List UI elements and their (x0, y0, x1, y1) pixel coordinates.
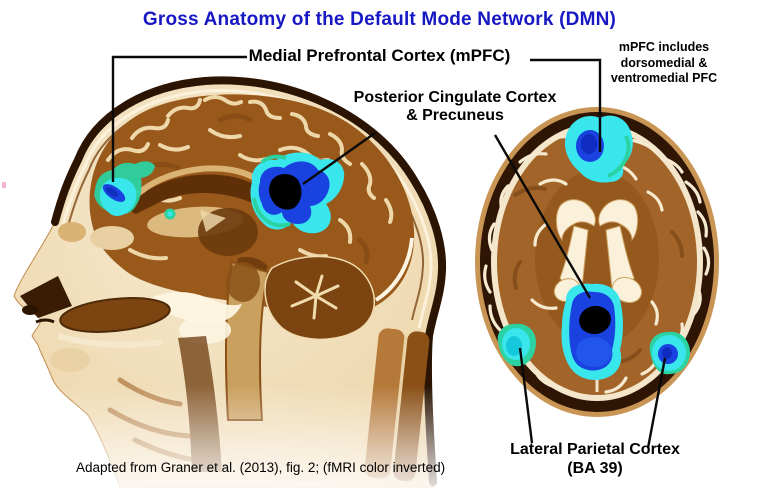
pcc-left-callout-line (302, 132, 376, 185)
sagittal-sulci-texture (106, 95, 394, 261)
figure-caption: Adapted from Graner et al. (2013), fig. … (76, 460, 446, 475)
label-lateral-parietal-cortex: Lateral Parietal Cortex (BA 39) (510, 440, 680, 478)
mpfc-right-callout-line (530, 58, 602, 152)
label-mpfc-note-line2: dorsomedial & (620, 55, 708, 70)
sagittal-tongue (59, 297, 171, 333)
mpfc-left-callout-line (111, 55, 247, 182)
axial-brain-image (475, 107, 719, 417)
pcc-right-callout-line (493, 134, 592, 299)
label-posterior-cingulate-line2: & Precuneus (406, 106, 504, 124)
sagittal-small-focus (164, 208, 176, 220)
label-mpfc-note: mPFC includes dorsomedial & ventromedial… (611, 40, 717, 87)
sagittal-brain-image (0, 76, 470, 500)
label-posterior-cingulate-line1: Posterior Cingulate Cortex (353, 89, 557, 106)
figure-title: Gross Anatomy of the Default Mode Networ… (142, 9, 617, 30)
label-posterior-cingulate: Posterior Cingulate Cortex & Precuneus (354, 89, 557, 125)
label-medial-prefrontal-cortex: Medial Prefrontal Cortex (mPFC) (248, 46, 511, 65)
sagittal-arbor-vitae (290, 274, 340, 320)
label-mpfc-note-line1: mPFC includes (618, 40, 710, 54)
axial-ventricles (553, 199, 643, 304)
scan-artifact (2, 182, 6, 188)
axial-right-parietal-highlight (649, 331, 690, 375)
axial-pcc-highlight (561, 283, 623, 380)
annotation-lines (111, 55, 667, 449)
parietal-right-callout-line (646, 357, 667, 449)
label-lateral-parietal-line2: (BA 39) (567, 460, 623, 478)
sagittal-corpus-callosum (130, 174, 266, 214)
label-mpfc-note-line3: ventromedial PFC (610, 71, 718, 86)
label-lateral-parietal-line1: Lateral Parietal Cortex (510, 441, 680, 458)
parietal-left-callout-line (518, 347, 534, 444)
sagittal-mpfc-highlight (94, 161, 155, 216)
axial-left-parietal-highlight (497, 323, 536, 367)
